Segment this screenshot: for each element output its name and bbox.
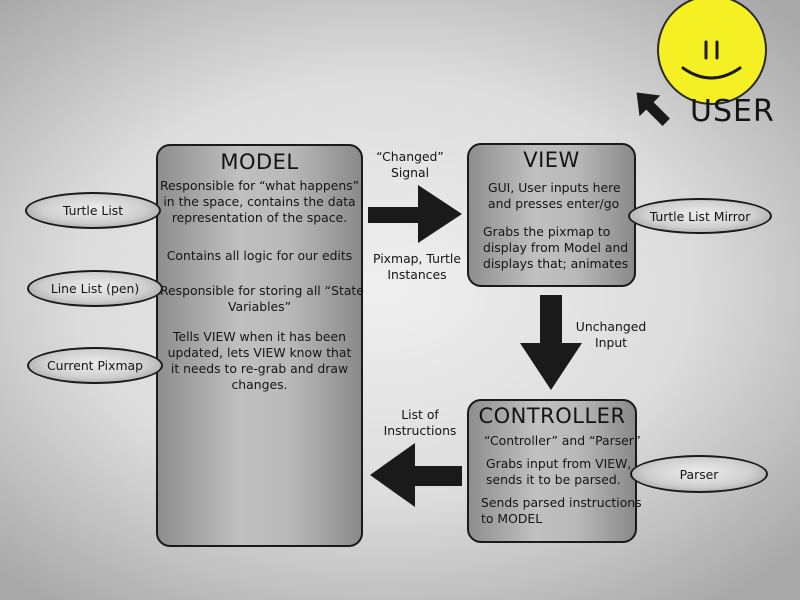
text-line: Variables” [227, 299, 292, 314]
text-line: and presses enter/go [488, 196, 620, 211]
text-line: List of [401, 407, 439, 422]
unchanged-input-label: Unchanged Input [568, 319, 654, 351]
text-line: “Changed” [376, 149, 444, 164]
controller-text-1: “Controller” and “Parser” [484, 433, 641, 449]
model-text-1: Responsible for “what happens” in the sp… [160, 178, 359, 226]
list-of-instructions-label: List of Instructions [375, 407, 465, 439]
user-to-view-arrow [636, 92, 670, 126]
text-line: Sends parsed instructions [481, 495, 642, 510]
controller-box: CONTROLLER [467, 399, 637, 543]
model-text-3: Responsible for storing all “State Varia… [160, 283, 364, 315]
text-line: display from Model and [483, 240, 629, 255]
pixmap-turtle-label: Pixmap, Turtle Instances [365, 251, 469, 283]
user-smiley-icon [657, 0, 767, 105]
current-pixmap-label: Current Pixmap [47, 358, 143, 373]
text-line: Tells VIEW when it has been [173, 329, 346, 344]
model-title: MODEL [220, 150, 299, 174]
turtle-list-node: Turtle List [25, 192, 161, 229]
text-line: Instances [387, 267, 447, 282]
text-line: “Controller” and “Parser” [484, 433, 641, 448]
text-line: Grabs the pixmap to [483, 224, 611, 239]
text-line: to MODEL [481, 511, 543, 526]
text-line: Responsible for storing all “State [160, 283, 364, 298]
turtle-list-mirror-label: Turtle List Mirror [649, 208, 751, 224]
view-text-2: Grabs the pixmap to display from Model a… [483, 224, 628, 272]
user-label: USER [690, 94, 775, 129]
parser-label: Parser [679, 466, 719, 482]
text-line: Contains all logic for our edits [166, 248, 353, 263]
model-box: MODEL [156, 144, 363, 547]
controller-to-model-arrow [370, 443, 462, 507]
changed-signal-label: “Changed” Signal [360, 149, 460, 181]
text-line: Input [594, 335, 628, 350]
controller-text-3: Sends parsed instructions to MODEL [481, 495, 642, 527]
text-line: it needs to re-grab and draw [170, 361, 349, 376]
text-line: Unchanged [575, 319, 647, 334]
controller-title: CONTROLLER [478, 404, 626, 428]
view-to-controller-arrow [520, 295, 582, 390]
parser-node: Parser [630, 455, 768, 493]
text-line: representation of the space. [171, 210, 348, 225]
line-list-label: Line List (pen) [50, 281, 140, 296]
turtle-list-label: Turtle List [62, 203, 124, 218]
turtle-list-mirror-node: Turtle List Mirror [628, 198, 772, 234]
text-line: displays that; animates [483, 256, 629, 271]
text-line: sends it to be parsed. [486, 472, 621, 487]
view-box: VIEW [467, 143, 636, 287]
text-line: GUI, User inputs here [488, 180, 621, 195]
line-list-node: Line List (pen) [27, 270, 163, 307]
text-line: Signal [390, 165, 430, 180]
model-to-view-arrow [368, 185, 462, 243]
text-line: updated, lets VIEW know that [167, 345, 352, 360]
view-text-1: GUI, User inputs here and presses enter/… [488, 180, 621, 212]
text-line: Pixmap, Turtle [373, 251, 461, 266]
model-text-2: Contains all logic for our edits [160, 248, 359, 264]
current-pixmap-node: Current Pixmap [27, 347, 163, 384]
text-line: changes. [231, 377, 288, 392]
view-title: VIEW [523, 148, 580, 172]
text-line: Responsible for “what happens” [160, 178, 360, 193]
text-line: in the space, contains the data [163, 194, 356, 209]
model-text-4: Tells VIEW when it has been updated, let… [160, 329, 359, 393]
text-line: Instructions [383, 423, 457, 438]
text-line: Grabs input from VIEW, [486, 456, 632, 471]
controller-text-2: Grabs input from VIEW, sends it to be pa… [486, 456, 631, 488]
